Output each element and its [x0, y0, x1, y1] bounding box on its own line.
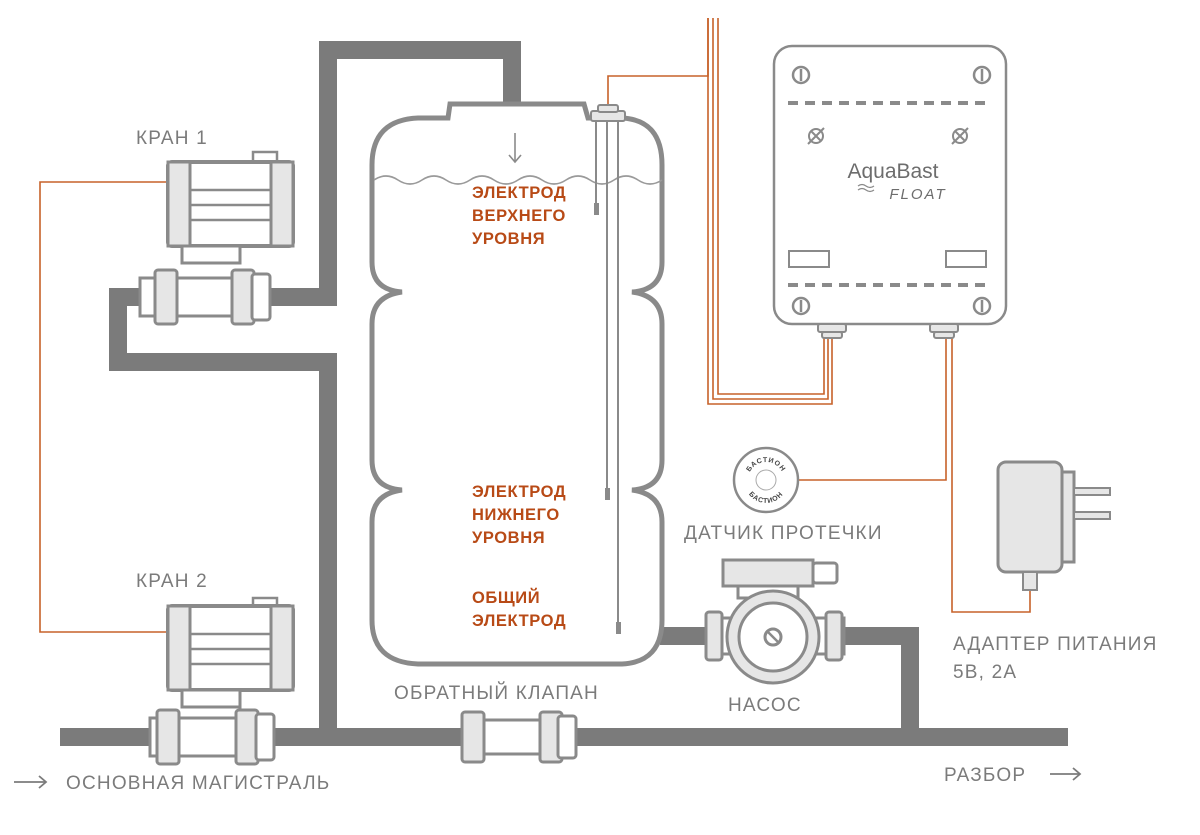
- valve-1-clip-right: [269, 160, 295, 248]
- power-adapter-label: АДАПТЕР ПИТАНИЯ 5В, 2А: [953, 634, 1164, 683]
- check-valve: [460, 710, 578, 764]
- check-valve-label: ОБРАТНЫЙ КЛАПАН: [394, 682, 599, 704]
- valve-1-label: КРАН 1: [136, 128, 208, 149]
- valve-1-nut-left: [153, 268, 179, 326]
- valve-2-nut-left: [155, 708, 181, 766]
- mount-hole-icon: [807, 127, 969, 145]
- water-level-line: [373, 175, 663, 185]
- cable-gland-right: [929, 323, 959, 339]
- adapter-wire: [951, 335, 1031, 613]
- leak-sensor[interactable]: БАСТИОН БАСТИОН: [732, 446, 800, 514]
- electrode-cap-top: [597, 104, 619, 113]
- valve-1-nut-end: [250, 272, 272, 322]
- controller-brand: AquaBast: [847, 160, 938, 183]
- electrode-wire-c: [717, 18, 825, 395]
- water-tank: [369, 101, 665, 667]
- arrow-down-icon: [508, 133, 522, 164]
- controller-model: FLOAT: [889, 186, 946, 203]
- valve-1-clip-left: [166, 160, 192, 248]
- check-valve-nut-end: [556, 714, 578, 760]
- pump-terminal-box: [721, 558, 815, 588]
- leak-sensor-wire: [798, 335, 947, 481]
- power-adapter: [996, 460, 1111, 591]
- electrode-common-label: ОБЩИЙ ЭЛЕКТРОД: [472, 588, 566, 630]
- valve-wire: [39, 181, 168, 633]
- screw-icon: [791, 65, 992, 316]
- electrode-wire-a: [707, 18, 833, 405]
- wiring: [39, 18, 1031, 633]
- electrode-common-tip: [616, 622, 621, 634]
- arrow-right-icon: [14, 775, 48, 789]
- valve-2-stem: [180, 688, 242, 709]
- pump-nut-left: [704, 610, 724, 662]
- power-adapter-plug: [1060, 470, 1076, 564]
- electrode-upper-tip: [594, 203, 599, 215]
- tank-body: [369, 101, 665, 667]
- controller-indicator-right: [945, 250, 987, 268]
- electrode-upper-label: ЭЛЕКТРОД ВЕРХНЕГО УРОВНЯ: [472, 184, 571, 248]
- check-valve-nut-left: [460, 710, 486, 764]
- power-adapter-pin-upper: [1073, 487, 1111, 496]
- electrode-wire-b: [712, 18, 829, 400]
- electrode-lower-tip: [605, 488, 610, 500]
- outlet-label: РАЗБОР: [944, 765, 1026, 786]
- main-line-label: ОСНОВНАЯ МАГИСТРАЛЬ: [66, 773, 330, 794]
- valve-2-nut-end: [254, 712, 276, 762]
- valve-2[interactable]: [148, 596, 295, 766]
- arrow-right-icon: [1050, 767, 1082, 781]
- valve-2-clip-left: [166, 604, 192, 692]
- valve-2-label: КРАН 2: [136, 571, 208, 592]
- pump[interactable]: [704, 558, 846, 685]
- electrodes: [590, 104, 626, 634]
- controller[interactable]: AquaBast FLOAT: [772, 44, 1008, 339]
- power-adapter-pin-lower: [1073, 511, 1111, 520]
- controller-box: [772, 44, 1008, 326]
- electrode-wire-upper: [607, 18, 709, 112]
- cable-gland-left: [817, 323, 847, 339]
- power-adapter-body: [996, 460, 1064, 574]
- leak-sensor-label: ДАТЧИК ПРОТЕЧКИ: [684, 523, 883, 544]
- power-adapter-cord-relief: [1022, 571, 1038, 591]
- valve-2-clip-right: [269, 604, 295, 692]
- controller-indicator-left: [788, 250, 830, 268]
- valve-1-stem: [180, 244, 242, 265]
- pump-terminal-cap: [811, 561, 839, 585]
- electrode-lower-label: ЭЛЕКТРОД НИЖНЕГО УРОВНЯ: [472, 483, 571, 547]
- pump-nut-right: [824, 610, 844, 662]
- valve-1[interactable]: [138, 150, 295, 326]
- pump-label: НАСОС: [728, 695, 802, 716]
